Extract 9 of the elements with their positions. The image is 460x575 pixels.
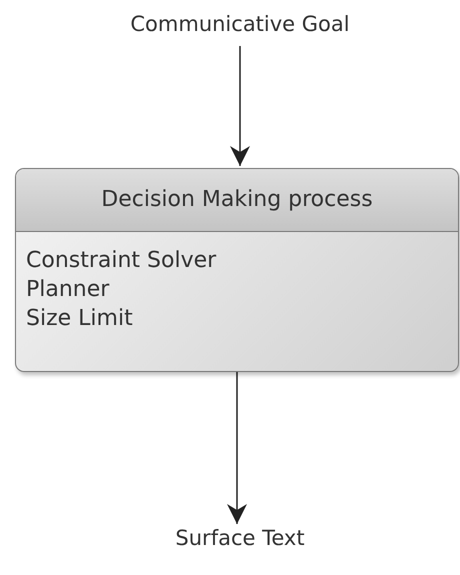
class-box [15,168,459,372]
label-text: Surface Text [160,526,320,560]
list-item: Size Limit [25,305,134,333]
arrow [230,46,250,166]
list-item: Planner [25,276,110,304]
arrow [227,372,247,524]
list-item: Constraint Solver [25,247,218,275]
box-heading: Decision Making process [16,169,458,232]
label-text: Communicative Goal [120,12,360,46]
